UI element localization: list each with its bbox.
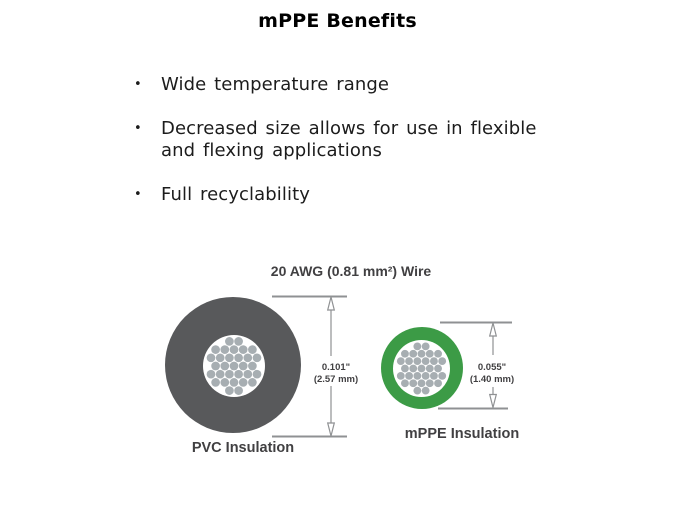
mppe-dimension-mm: (1.40 mm) [470, 374, 514, 385]
wire-diagram-svg: 20 AWG (0.81 mm²) Wire 0.101" (2.57 mm) … [165, 263, 519, 456]
pvc-dimension-inches: 0.101" [322, 362, 350, 373]
pvc-arrow-down-icon [326, 422, 336, 437]
pvc-arrow-up-icon [326, 296, 336, 311]
bullet-text: Decreased size allows for use in flexibl… [161, 118, 537, 161]
bullet-icon: • [134, 187, 142, 202]
pvc-conductor-strands [206, 337, 262, 395]
pvc-dimension-mm: (2.57 mm) [314, 374, 358, 385]
mppe-insulation-label: mPPE Insulation [405, 426, 519, 442]
pvc-insulation-label: PVC Insulation [192, 440, 294, 456]
list-item: • Wide temperature range [132, 74, 562, 96]
bullet-text: Wide temperature range [161, 74, 390, 95]
bullet-icon: • [134, 121, 142, 136]
diagram-header: 20 AWG (0.81 mm²) Wire [271, 263, 432, 279]
mppe-conductor-strands [396, 342, 447, 395]
dimension-lines [272, 295, 512, 438]
bullet-icon: • [134, 77, 142, 92]
mppe-dimension-inches: 0.055" [478, 362, 506, 373]
list-item: • Full recyclability [132, 184, 562, 206]
bullet-text: Full recyclability [161, 184, 310, 205]
page-title: mPPE Benefits [258, 10, 417, 32]
mppe-arrow-up-icon [488, 322, 498, 337]
wire-comparison-diagram: 20 AWG (0.81 mm²) Wire 0.101" (2.57 mm) … [150, 252, 530, 462]
bullet-list: • Wide temperature range • Decreased siz… [132, 74, 562, 228]
list-item: • Decreased size allows for use in flexi… [132, 118, 562, 162]
mppe-arrow-down-icon [488, 393, 498, 408]
